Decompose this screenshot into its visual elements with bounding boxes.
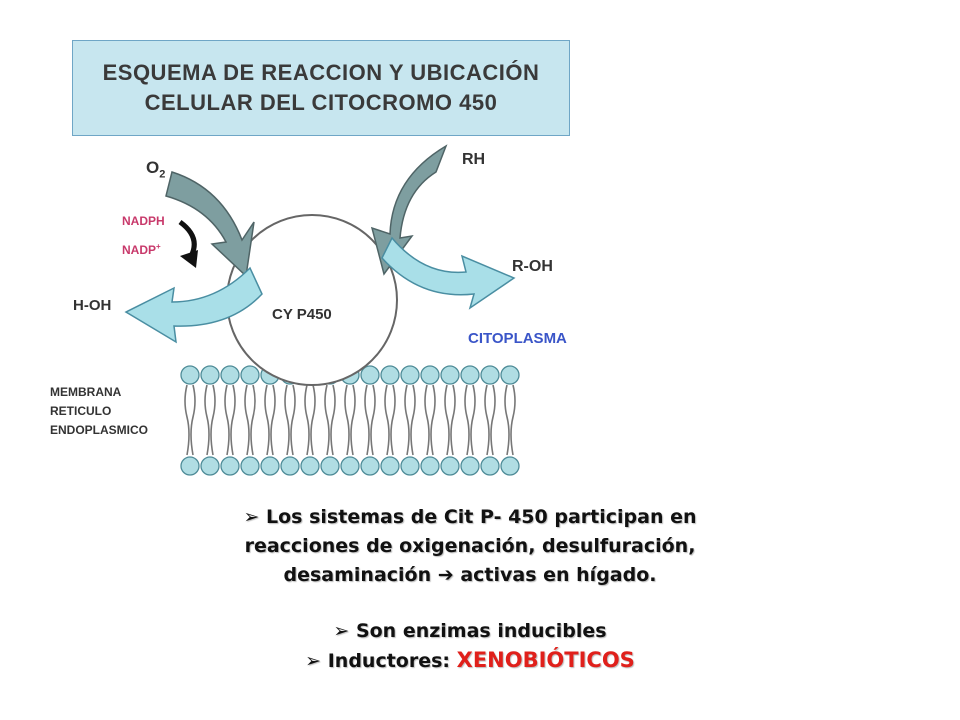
lipid-tail: [270, 384, 276, 456]
membrane-bilayer: [180, 365, 520, 476]
lipid-tail: [344, 384, 350, 456]
lipid-tail: [350, 384, 356, 456]
title-box: ESQUEMA DE REACCION Y UBICACIÓN CELULAR …: [72, 40, 570, 136]
lipid-head-bottom: [280, 456, 300, 476]
lipid-tail: [304, 384, 310, 456]
lipid-tail: [424, 384, 430, 456]
bullet-list: ➢ Los sistemas de Cit P- 450 participan …: [180, 503, 760, 676]
lipid-head-bottom: [380, 456, 400, 476]
cytoplasm-label: CITOPLASMA: [468, 330, 567, 347]
lipid-tail: [464, 384, 470, 456]
lipid-head-top: [240, 365, 260, 385]
lipid-head-bottom: [260, 456, 280, 476]
h-oh-label: H-OH: [73, 297, 112, 314]
lipid-head-top: [360, 365, 380, 385]
bullet-arrow-icon: ➢: [333, 620, 350, 642]
lipid-tail: [404, 384, 410, 456]
lipid-tail: [230, 384, 236, 456]
lipid-tail: [364, 384, 370, 456]
nadp-label: NADP+: [122, 242, 161, 257]
enzyme-label: CY P450: [272, 306, 332, 323]
lipid-head-bottom: [480, 456, 500, 476]
lipid-tail: [510, 384, 516, 456]
lipid-head-top: [440, 365, 460, 385]
lipid-tail: [210, 384, 216, 456]
lipid-tail: [290, 384, 296, 456]
right-arrow-icon: ➔: [437, 564, 454, 586]
lipid-head-bottom: [440, 456, 460, 476]
lipid-head-bottom: [360, 456, 380, 476]
nadph-label: NADPH: [122, 214, 165, 228]
h-oh-output-arrow: [124, 266, 263, 344]
title-line-1: ESQUEMA DE REACCION Y UBICACIÓN: [102, 60, 540, 85]
lipid-head-bottom: [340, 456, 360, 476]
bullet-item: ➢ Son enzimas inducibles: [333, 620, 607, 642]
lipid-tail: [390, 384, 396, 456]
lipid-tail: [310, 384, 316, 456]
lipid-head-bottom: [320, 456, 340, 476]
lipid-tail: [224, 384, 230, 456]
bullet-item: ➢ Inductores: XENOBIÓTICOS: [305, 648, 635, 672]
lipid-tail: [250, 384, 256, 456]
o2-input-arrow: [165, 171, 255, 278]
lipid-head-bottom: [240, 456, 260, 476]
lipid-tail: [470, 384, 476, 456]
bullet-item-continued: desaminación ➔ activas en hígado.: [283, 564, 657, 586]
lipid-head-bottom: [500, 456, 520, 476]
lipid-head-top: [400, 365, 420, 385]
lipid-tail: [450, 384, 456, 456]
lipid-head-top: [200, 365, 220, 385]
bullet-arrow-icon: ➢: [243, 506, 260, 528]
lipid-tail: [490, 384, 496, 456]
bullet-item-continued: reacciones de oxigenación, desulfuración…: [244, 535, 696, 557]
lipid-head-bottom: [400, 456, 420, 476]
lipid-tail: [384, 384, 390, 456]
lipid-head-bottom: [180, 456, 200, 476]
xenobiotic-highlight: XENOBIÓTICOS: [456, 648, 635, 672]
membrane-label: MEMBRANA RETICULO ENDOPLASMICO: [50, 385, 149, 437]
lipid-tail: [504, 384, 510, 456]
lipid-head-top: [460, 365, 480, 385]
lipid-tail: [204, 384, 210, 456]
lipid-tail: [444, 384, 450, 456]
title-line-2: CELULAR DEL CITOCROMO 450: [144, 90, 498, 115]
curved-arrow-head-icon: [180, 250, 198, 268]
lipid-head-top: [180, 365, 200, 385]
r-oh-output-arrow: [381, 236, 516, 310]
bullet-arrow-icon: ➢: [305, 650, 322, 672]
lipid-tail: [184, 384, 190, 456]
r-oh-label: R-OH: [512, 258, 553, 275]
lipid-tail: [484, 384, 490, 456]
lipid-tail: [410, 384, 416, 456]
rh-label: RH: [462, 151, 486, 168]
lipid-head-top: [420, 365, 440, 385]
lipid-head-bottom: [420, 456, 440, 476]
lipid-head-bottom: [220, 456, 240, 476]
o2-label: O2: [146, 158, 166, 181]
lipid-tail: [190, 384, 196, 456]
lipid-head-bottom: [200, 456, 220, 476]
bullet-item: ➢ Los sistemas de Cit P- 450 participan …: [243, 506, 697, 528]
lipid-tail: [430, 384, 436, 456]
lipid-head-bottom: [460, 456, 480, 476]
lipid-head-top: [480, 365, 500, 385]
lipid-head-top: [220, 365, 240, 385]
lipid-head-top: [380, 365, 400, 385]
lipid-head-bottom: [300, 456, 320, 476]
lipid-tail: [330, 384, 336, 456]
lipid-tail: [324, 384, 330, 456]
lipid-tail: [244, 384, 250, 456]
lipid-tail: [284, 384, 290, 456]
lipid-tail: [264, 384, 270, 456]
lipid-tail: [370, 384, 376, 456]
lipid-head-top: [500, 365, 520, 385]
